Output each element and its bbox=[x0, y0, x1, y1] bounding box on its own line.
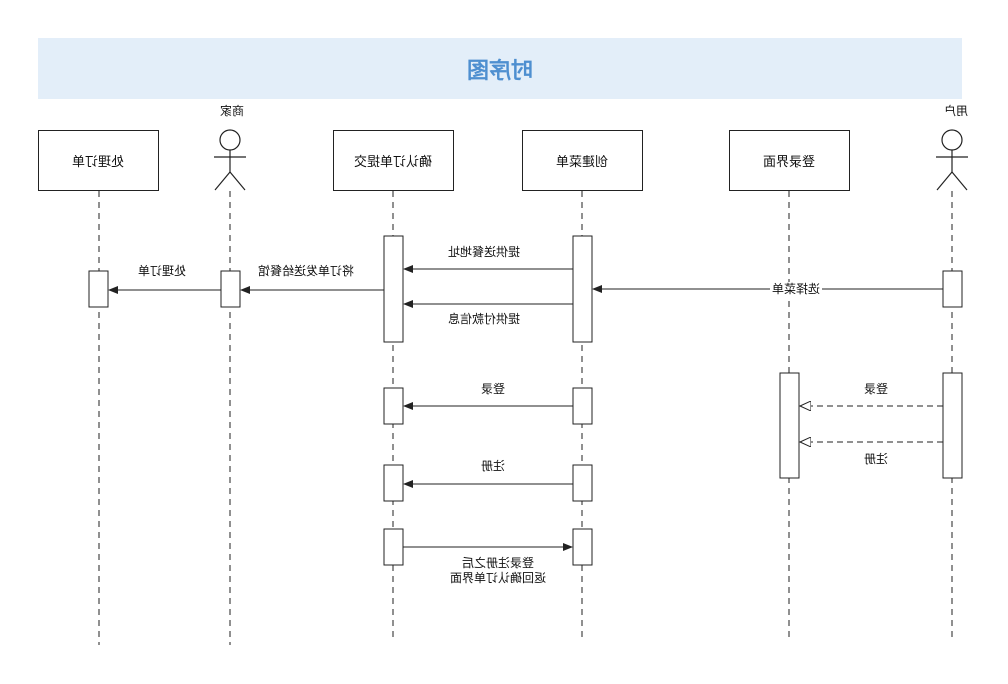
user-actor-figure bbox=[936, 129, 968, 191]
activation-confirm-3 bbox=[383, 464, 404, 502]
msg-after-login-label-line2: 返回确认订单界面 bbox=[449, 571, 546, 585]
msg-after-login-label-line1: 登录注册之后 bbox=[461, 556, 534, 570]
participant-login-page: 登录界面 bbox=[729, 130, 850, 191]
actor-label-user: 用户 bbox=[944, 104, 969, 118]
msg-provide-payment-label: 提供付款信息 bbox=[448, 312, 521, 326]
msg-register-to-confirm-label: 注册 bbox=[481, 459, 506, 473]
participant-process-order: 处理订单 bbox=[38, 130, 159, 191]
activation-create-menu-1 bbox=[572, 235, 593, 343]
msg-provide-address-label: 提供送餐地址 bbox=[448, 245, 521, 259]
activation-login-page bbox=[779, 372, 800, 479]
participant-confirm-submit: 确认订单提交 bbox=[333, 130, 454, 191]
activation-create-menu-3 bbox=[572, 464, 593, 502]
activation-user-2 bbox=[942, 372, 963, 479]
msg-send-to-merchant-label: 将订单发送给餐馆 bbox=[258, 264, 355, 278]
activation-confirm-4 bbox=[383, 528, 404, 566]
msg-login-to-login-page-label: 登录 bbox=[864, 382, 889, 396]
activation-confirm-1 bbox=[383, 235, 404, 343]
msg-register-to-login-page-label: 注册 bbox=[864, 452, 889, 466]
msg-select-menu-label: 选择菜单 bbox=[770, 282, 823, 297]
activation-merchant bbox=[220, 270, 241, 308]
title-bar: 时序图 bbox=[38, 38, 962, 99]
actor-label-merchant: 商家 bbox=[220, 104, 245, 118]
msg-process-order-label: 处理订单 bbox=[138, 264, 187, 278]
participant-create-menu: 创建菜单 bbox=[522, 130, 643, 191]
activation-create-menu-4 bbox=[572, 528, 593, 566]
activation-confirm-2 bbox=[383, 387, 404, 425]
msg-login-to-confirm-label: 登录 bbox=[481, 382, 506, 396]
activation-process-order bbox=[88, 270, 109, 308]
activation-user-1 bbox=[942, 270, 963, 308]
activation-create-menu-2 bbox=[572, 387, 593, 425]
merchant-actor-figure bbox=[214, 129, 246, 191]
